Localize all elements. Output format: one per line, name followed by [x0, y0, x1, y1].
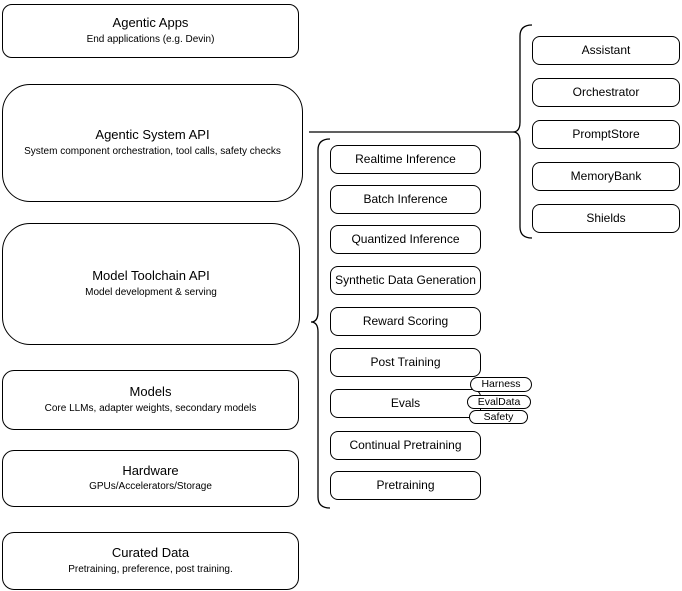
node-synthetic-data-generation: Synthetic Data Generation [330, 266, 481, 295]
node-post-training: Post Training [330, 348, 481, 377]
node-quantized-inference: Quantized Inference [330, 225, 481, 254]
node-promptstore: PromptStore [532, 120, 680, 149]
node-subtitle: GPUs/Accelerators/Storage [89, 481, 212, 493]
node-label: Realtime Inference [355, 151, 456, 166]
node-evals: Evals [330, 389, 481, 418]
node-subtitle: End applications (e.g. Devin) [86, 33, 215, 45]
node-label: Continual Pretraining [349, 437, 462, 452]
node-label: Reward Scoring [362, 313, 449, 328]
node-pretraining: Pretraining [330, 471, 481, 500]
node-title: Agentic Apps [112, 15, 189, 31]
pill-harness: Harness [470, 377, 532, 392]
node-title: Agentic System API [95, 127, 210, 143]
node-reward-scoring: Reward Scoring [330, 307, 481, 336]
node-models: Models Core LLMs, adapter weights, secon… [2, 370, 299, 430]
node-label: Assistant [581, 42, 631, 57]
agentic-components-brace [512, 24, 533, 239]
node-hardware: Hardware GPUs/Accelerators/Storage [2, 450, 299, 507]
node-realtime-inference: Realtime Inference [330, 145, 481, 174]
node-title: Curated Data [111, 545, 190, 561]
node-title: Model Toolchain API [92, 268, 210, 284]
pill-safety: Safety [469, 410, 528, 424]
node-continual-pretraining: Continual Pretraining [330, 431, 481, 460]
node-label: Evals [390, 395, 421, 410]
node-label: MemoryBank [570, 168, 642, 183]
node-label: Orchestrator [572, 84, 640, 99]
node-memorybank: MemoryBank [532, 162, 680, 191]
toolchain-brace [310, 138, 331, 509]
node-curated-data: Curated Data Pretraining, preference, po… [2, 532, 299, 590]
pill-label: Harness [481, 378, 521, 391]
node-agentic-apps: Agentic Apps End applications (e.g. Devi… [2, 4, 299, 58]
node-label: Post Training [370, 354, 441, 369]
pill-label: EvalData [477, 395, 521, 408]
node-orchestrator: Orchestrator [532, 78, 680, 107]
pill-label: Safety [483, 410, 514, 423]
node-subtitle: Model development & serving [85, 286, 217, 298]
node-title: Models [129, 384, 172, 400]
node-label: PromptStore [572, 126, 640, 141]
node-subtitle: System component orchestration, tool cal… [24, 145, 281, 157]
node-shields: Shields [532, 204, 680, 233]
node-label: Batch Inference [363, 191, 448, 206]
node-assistant: Assistant [532, 36, 680, 65]
node-label: Pretraining [376, 477, 435, 492]
node-label: Shields [586, 210, 626, 225]
node-label: Quantized Inference [351, 231, 460, 246]
node-label: Synthetic Data Generation [335, 272, 476, 287]
node-title: Hardware [122, 462, 179, 478]
node-subtitle: Pretraining, preference, post training. [68, 563, 233, 575]
pill-evaldata: EvalData [467, 395, 531, 409]
node-agentic-system-api: Agentic System API System component orch… [2, 84, 303, 202]
node-model-toolchain-api: Model Toolchain API Model development & … [2, 223, 300, 345]
node-batch-inference: Batch Inference [330, 185, 481, 214]
node-subtitle: Core LLMs, adapter weights, secondary mo… [44, 402, 257, 414]
